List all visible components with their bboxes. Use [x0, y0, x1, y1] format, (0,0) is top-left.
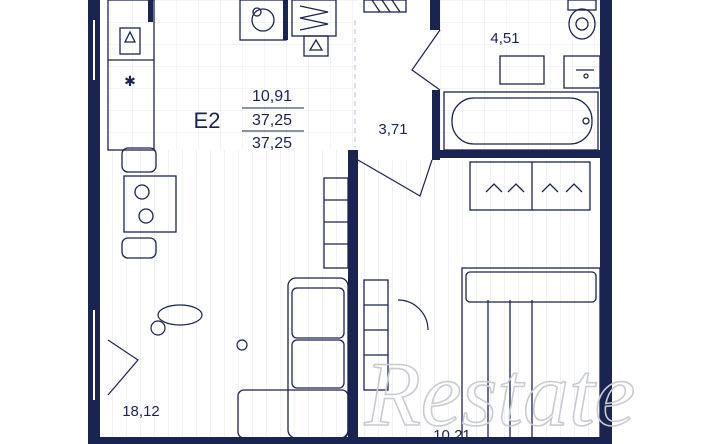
stove-icon: ✱ [124, 73, 136, 89]
shoe-cabinet [363, 0, 407, 13]
hallway-area-label: 3,71 [378, 121, 407, 138]
bath-mat [499, 55, 545, 85]
kitchen-counter [107, 0, 155, 151]
kitchen-floor [108, 0, 358, 150]
dog-figure [150, 304, 203, 336]
bathroom-floor [440, 0, 600, 155]
toilet [567, 0, 597, 40]
hallway-shelves [323, 177, 389, 391]
dining-set [121, 147, 177, 259]
boiler-unit [291, 0, 337, 57]
washing-machine [239, 0, 287, 41]
floor-lamp [236, 339, 248, 351]
apartment-code: E2 [194, 108, 221, 133]
bedroom-area-label: 10,21 [433, 427, 471, 444]
door-swings [107, 29, 441, 396]
area-total-2-label: 37,25 [252, 135, 292, 152]
area-living-label: 10,91 [252, 88, 292, 105]
living-room-floor [108, 150, 358, 444]
sink [563, 55, 601, 89]
bed [461, 267, 601, 439]
area-total-label: 37,25 [252, 112, 292, 129]
bathroom-area-label: 4,51 [490, 30, 519, 47]
bathtub [443, 91, 599, 151]
living-room-area-label: 18,12 [122, 403, 160, 420]
wardrobe [469, 161, 591, 211]
sofa [237, 277, 349, 439]
watermark-logo: Restate [364, 343, 636, 444]
